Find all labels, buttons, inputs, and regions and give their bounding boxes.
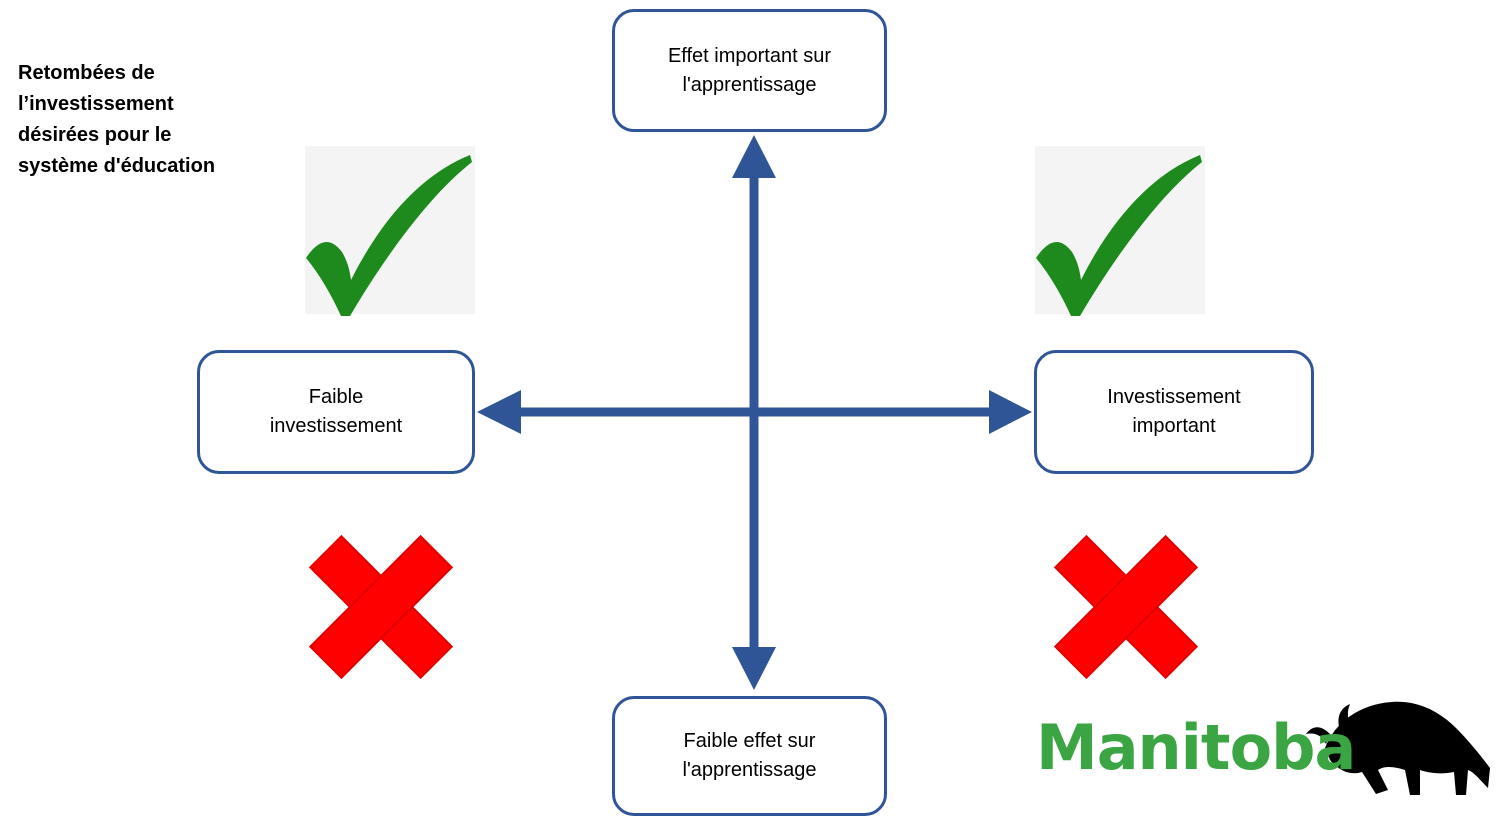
title-line: Retombées de: [18, 62, 155, 84]
node-label: Faible effet sur: [683, 730, 816, 752]
node-label: important: [1132, 415, 1216, 437]
node-low-investment: Faible investissement: [197, 350, 475, 474]
axis-arrow-right: [989, 390, 1032, 434]
node-label: l'apprentissage: [682, 759, 817, 781]
title-line: l’investissement: [18, 93, 174, 115]
node-label: Investissement: [1107, 386, 1241, 408]
check-icon: [305, 146, 475, 316]
bison-icon: [1306, 701, 1490, 795]
node-label: Effet important sur: [667, 44, 832, 67]
node-label: investissement: [269, 415, 403, 437]
node-label: l'apprentissage: [682, 73, 817, 96]
axis-arrow-left: [477, 390, 521, 434]
cross-icon: [308, 534, 454, 680]
node-high-learning-effect: Effet important sur l'apprentissage: [612, 9, 887, 132]
axis-arrow-up: [732, 135, 776, 178]
title-line: système d'éducation: [18, 155, 216, 177]
check-icon: [1035, 146, 1205, 316]
manitoba-logo: Manitoba: [1036, 711, 1356, 784]
axes: [477, 135, 1032, 690]
node-label: Faible: [308, 386, 364, 408]
diagram-title: Retombées de l’investissement désirées p…: [18, 58, 278, 182]
node-high-investment: Investissement important: [1034, 350, 1314, 474]
cross-icon: [1053, 534, 1199, 680]
node-low-learning-effect: Faible effet sur l'apprentissage: [612, 696, 887, 816]
title-line: désirées pour le: [18, 124, 172, 146]
axis-arrow-down: [732, 647, 776, 690]
